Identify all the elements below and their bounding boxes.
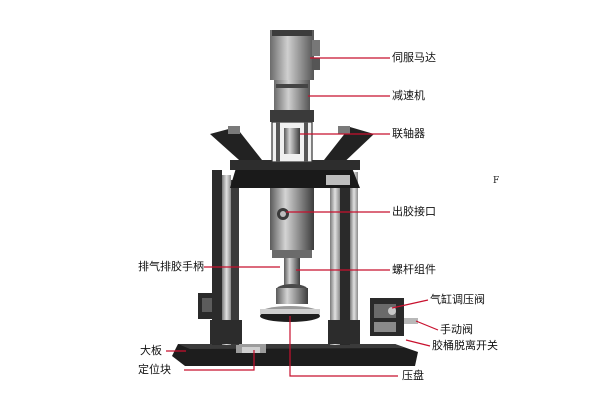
label-exhaust-handle: 排气排胶手柄	[138, 260, 204, 273]
stray-letter: F	[493, 176, 500, 186]
leader-bucket-switch	[405, 339, 431, 347]
label-bucket-switch: 胶桶脱离开关	[432, 339, 498, 352]
base-plate	[172, 344, 418, 366]
leader-locating-block	[184, 350, 255, 371]
label-screw-assembly: 螺杆组件	[392, 263, 436, 276]
leader-cylinder-valve	[391, 299, 429, 309]
label-coupling: 联轴器	[392, 127, 425, 140]
label-press-plate: 压盘	[402, 369, 424, 382]
label-locating-block: 定位块	[138, 363, 171, 376]
label-reducer: 减速机	[392, 89, 425, 102]
leader-lines	[166, 57, 439, 377]
screw-assembly	[276, 258, 308, 304]
barrel	[270, 188, 314, 258]
right-cylinder	[326, 175, 350, 185]
leader-press-plate	[289, 316, 398, 377]
label-outlet: 出胶接口	[392, 205, 436, 218]
leader-manual-valve	[415, 320, 439, 331]
label-manual-valve: 手动阀	[440, 323, 473, 336]
label-servo-motor: 伺服马达	[392, 51, 436, 64]
coupling	[271, 121, 313, 163]
servo-motor	[270, 30, 320, 80]
label-base-plate: 大板	[140, 344, 162, 357]
reducer	[270, 80, 314, 122]
label-cylinder-valve: 气缸调压阀	[430, 293, 485, 306]
right-guide-rail	[328, 168, 360, 345]
left-guide-rail	[210, 170, 242, 345]
right-valve-block	[370, 298, 418, 336]
